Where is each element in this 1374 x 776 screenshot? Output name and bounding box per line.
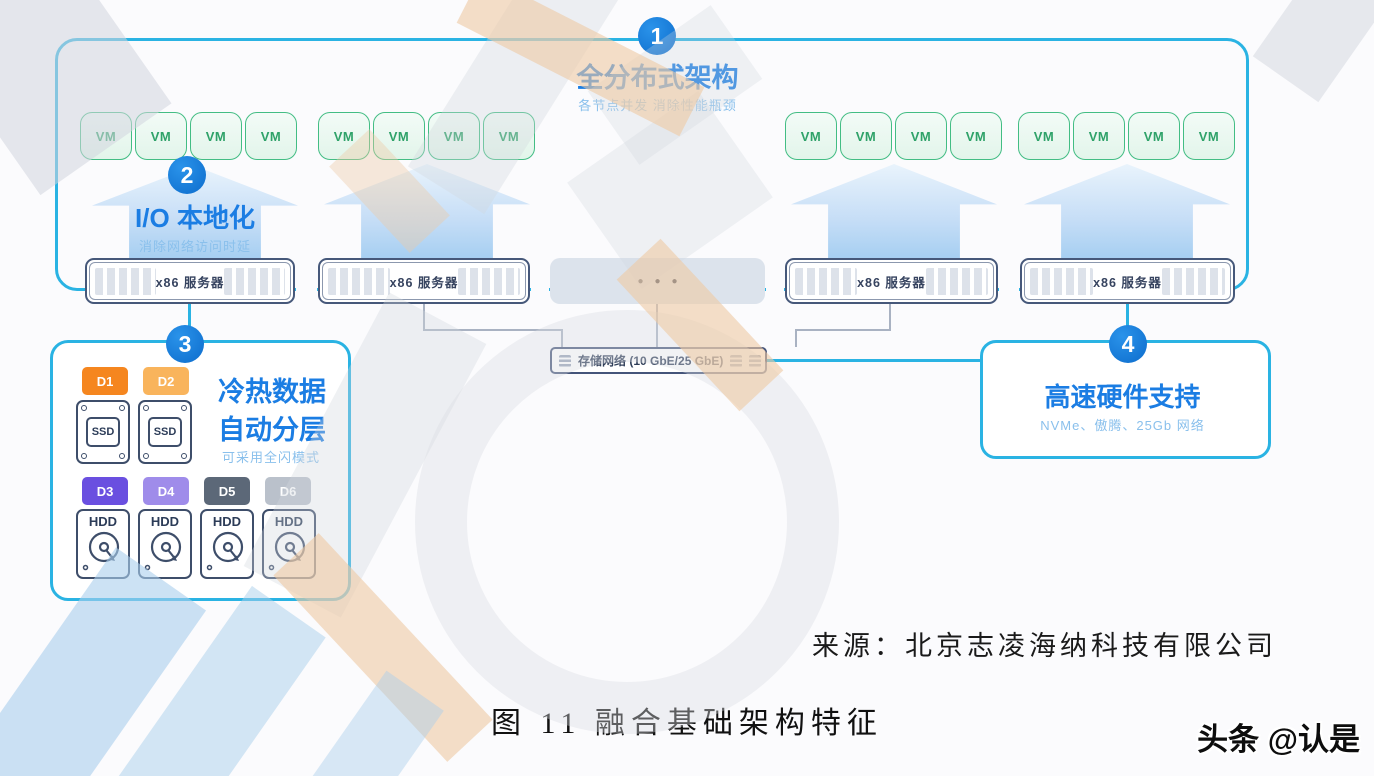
vm-group-1: VM VM VM VM (80, 112, 297, 160)
vm-group-2: VM VM VM VM (318, 112, 535, 160)
server-label: x86 服务器 (857, 275, 926, 290)
server-vents-icon (224, 267, 285, 295)
vm-box: VM (785, 112, 837, 160)
vm-box: VM (373, 112, 425, 160)
border-gap (531, 279, 549, 291)
server-vents-icon (1161, 267, 1225, 295)
border-gap (766, 279, 784, 291)
hdd-platter-icon (206, 531, 244, 571)
x86-server-4: x86 服务器 (1020, 258, 1235, 304)
server-label: x86 服务器 (389, 275, 459, 290)
vm-box: VM (135, 112, 187, 160)
figure-caption: 图 11 融合基础架构特征 (491, 707, 883, 740)
hdd-type-label: HDD (88, 514, 118, 529)
vm-box: VM (190, 112, 242, 160)
server-vents-icon (1030, 267, 1094, 295)
toutiao-watermark: 头条 @认是 (1197, 722, 1360, 757)
x86-server-3: x86 服务器 (785, 258, 998, 304)
hdd-disk-icon: HDD (262, 509, 316, 579)
feature-4-badge: 4 (1109, 325, 1147, 363)
vm-box: VM (1128, 112, 1180, 160)
vm-box: VM (428, 112, 480, 160)
network-label: 存储网络 (10 GbE/25 GbE) (578, 354, 724, 368)
server-vents-icon (925, 267, 988, 295)
vm-box: VM (1183, 112, 1235, 160)
ssd-type-label: SSD (86, 417, 120, 447)
disk-label-d6: D6 (265, 477, 311, 505)
border-gap (296, 279, 317, 291)
server-label: x86 服务器 (155, 275, 225, 290)
switch-stack-icon (559, 354, 571, 367)
disk-label-d1: D1 (82, 367, 128, 395)
hdd-disk-icon: HDD (76, 509, 130, 579)
connector-server2-network (423, 304, 425, 330)
border-gap (999, 279, 1019, 291)
connector-server3-network (795, 329, 891, 331)
vm-box: VM (80, 112, 132, 160)
hdd-platter-icon (268, 531, 306, 571)
vm-box: VM (1018, 112, 1070, 160)
connector-server2-network (423, 329, 563, 331)
server-vents-icon (328, 267, 390, 295)
watermark-shape (114, 585, 326, 776)
vm-group-3: VM VM VM VM (785, 112, 1002, 160)
disk-label-d3: D3 (82, 477, 128, 505)
ssd-disk-icon: SSD (76, 400, 130, 464)
feature-4-subtitle: NVMe、傲腾、25Gb 网络 (1040, 418, 1205, 433)
server-label: x86 服务器 (1093, 275, 1162, 290)
vm-group-4: VM VM VM VM (1018, 112, 1235, 160)
feature-1-title: 全分布式架构 (576, 63, 739, 93)
ssd-type-label: SSD (148, 417, 182, 447)
source-attribution: 来源：北京志凌海纳科技有限公司 (812, 631, 1277, 661)
connector-server3-network (889, 304, 891, 330)
x86-server-2: x86 服务器 (318, 258, 530, 304)
feature-2-title: I/O 本地化 (135, 203, 255, 233)
connector-server4-box4 (1126, 302, 1129, 334)
connector-dots-network (656, 304, 658, 347)
vm-box: VM (950, 112, 1002, 160)
hdd-disk-icon: HDD (138, 509, 192, 579)
vm-box: VM (245, 112, 297, 160)
disk-label-d2: D2 (143, 367, 189, 395)
feature-4-title: 高速硬件支持 (1044, 382, 1201, 412)
disk-label-d4: D4 (143, 477, 189, 505)
x86-server-1: x86 服务器 (85, 258, 295, 304)
connector-server1-box3 (188, 302, 191, 334)
vm-box: VM (1073, 112, 1125, 160)
hdd-disk-icon: HDD (200, 509, 254, 579)
hdd-platter-icon (82, 531, 120, 571)
server-vents-icon (95, 267, 156, 295)
feature-3-badge: 3 (166, 325, 204, 363)
ssd-disk-icon: SSD (138, 400, 192, 464)
feature-3-title-line1: 冷热数据 (218, 377, 326, 407)
vm-box: VM (840, 112, 892, 160)
connector-server3-network (795, 329, 797, 347)
hdd-type-label: HDD (150, 514, 180, 529)
feature-1-subtitle: 各节点并发 消除性能瓶颈 (578, 98, 737, 113)
feature-3-subtitle: 可采用全闪模式 (221, 450, 320, 465)
disk-label-d5: D5 (204, 477, 250, 505)
feature-1-badge: 1 (638, 17, 676, 55)
vm-box: VM (483, 112, 535, 160)
switch-stack-icon (730, 354, 743, 367)
vm-box: VM (318, 112, 370, 160)
hdd-type-label: HDD (212, 514, 242, 529)
switch-stack-icon (749, 354, 762, 367)
server-vents-icon (795, 267, 858, 295)
hdd-platter-icon (144, 531, 182, 571)
feature-2-badge: 2 (168, 156, 206, 194)
server-vents-icon (458, 267, 520, 295)
feature-2-subtitle: 消除网络访问时延 (138, 239, 251, 254)
connector-network-box4 (767, 359, 980, 362)
watermark-shape (1252, 0, 1374, 103)
more-servers-ellipsis: ●●● (550, 258, 765, 304)
hdd-type-label: HDD (274, 514, 304, 529)
vm-box: VM (895, 112, 947, 160)
connector-server2-network (561, 329, 563, 347)
storage-network-box: 存储网络 (10 GbE/25 GbE) (550, 347, 767, 374)
feature-3-title-line2: 自动分层 (218, 415, 326, 445)
